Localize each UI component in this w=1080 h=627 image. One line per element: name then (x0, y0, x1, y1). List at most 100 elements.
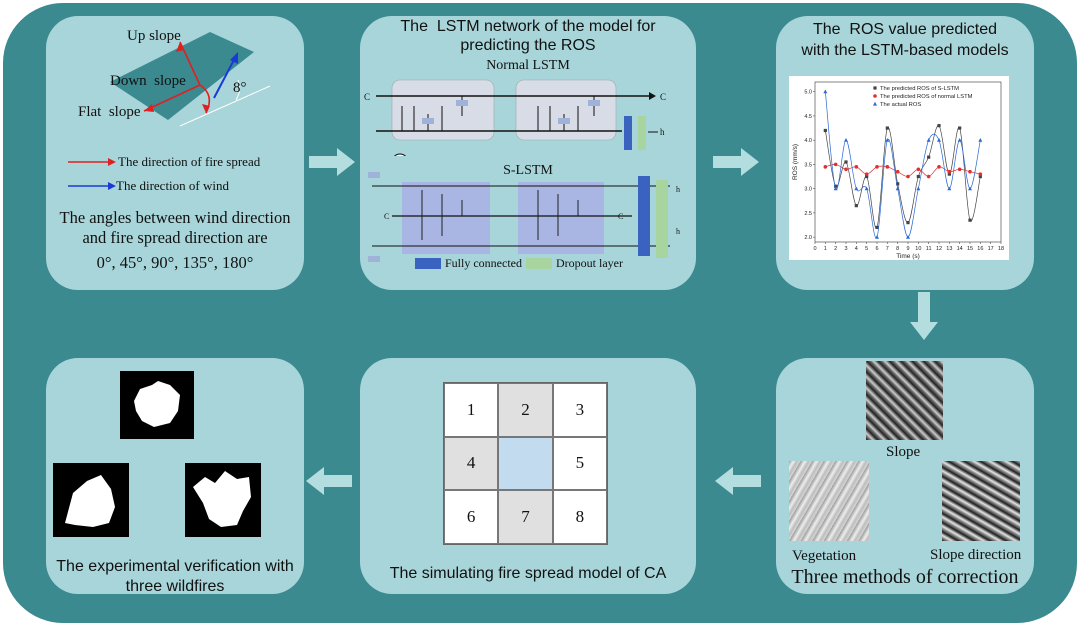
series-point (968, 169, 972, 174)
panel2-title-line1: The LSTM network of the model for (400, 18, 656, 35)
ca-cell-6: 6 (444, 490, 499, 544)
angle-arc (235, 79, 241, 101)
legend-wind-text: The direction of wind (116, 178, 229, 193)
series-point (864, 186, 869, 191)
slope-direction-map-image (942, 461, 1020, 541)
legend-label: The actual ROS (880, 102, 921, 108)
up-slope-label: Up slope (127, 28, 181, 44)
series-point (916, 174, 920, 179)
series-line-0 (824, 125, 981, 229)
slope-map-image (866, 361, 943, 440)
series-point (906, 221, 910, 225)
x-tick-label: 11 (926, 246, 932, 252)
wildfire-1-image (120, 371, 194, 439)
series-point (844, 167, 848, 172)
y-tick-label: 3.5 (804, 162, 812, 168)
panel2-title-line2: predicting the ROS (460, 37, 596, 54)
x-axis-label: Time (s) (896, 253, 920, 260)
series-point (937, 137, 941, 142)
series-point (823, 89, 828, 94)
fc-legend-swatch (415, 258, 441, 269)
x-tick-label: 8 (896, 246, 899, 252)
series-point (895, 169, 900, 174)
flat-slope-label: Flat slope (78, 104, 141, 120)
x-tick-label: 0 (813, 246, 816, 252)
series-point (906, 234, 910, 239)
arrow-panel3-to-panel4 (910, 292, 938, 340)
series-point (854, 165, 859, 169)
x-tick-label: 17 (988, 246, 994, 252)
y-tick-label: 2.5 (804, 211, 812, 217)
series-point (823, 165, 828, 169)
series-point (885, 165, 890, 169)
series-point (875, 234, 879, 239)
y-tick-label: 3.0 (804, 187, 812, 193)
ca-cell-center (498, 436, 553, 491)
svg-text:h: h (676, 227, 680, 236)
x-tick-label: 14 (957, 246, 963, 252)
wind-direction (213, 55, 237, 99)
x-tick-label: 5 (865, 246, 868, 252)
panel5-caption: The simulating fire spread model of CA (389, 565, 667, 582)
series-point (885, 137, 890, 142)
series-point (895, 186, 900, 191)
series-point (896, 182, 900, 186)
fire-direction-flat (143, 84, 201, 112)
y-tick-label: 5.0 (804, 90, 812, 96)
panel6-caption-line2: three wildfires (125, 578, 225, 595)
ca-cell-5: 5 (552, 436, 607, 491)
s-fc-layer (638, 176, 650, 256)
panel4-caption: Three methods of correction (791, 566, 1019, 588)
svg-text:C: C (384, 212, 389, 221)
wildfire-3-image (185, 463, 261, 537)
x-tick-label: 9 (906, 246, 909, 252)
series-point (978, 137, 983, 142)
ca-cell-3: 3 (552, 383, 607, 437)
panel3-title-line2: with the LSTM-based models (801, 42, 1009, 59)
x-tick-label: 3 (844, 246, 847, 252)
svg-text:h: h (660, 127, 665, 137)
series-point (875, 225, 879, 230)
series-line-1 (825, 164, 981, 177)
series-point (968, 186, 972, 191)
wildfire-2-image (53, 463, 129, 537)
x-tick-label: 15 (967, 246, 973, 252)
svg-text:h: h (676, 185, 680, 194)
fire-legend-arrow (68, 158, 116, 166)
arrow-panel1-to-panel2 (309, 148, 355, 176)
series-point (926, 137, 931, 142)
panel3-title-line1: The ROS value predicted (812, 21, 998, 38)
y-axis-label: ROS (mm/s) (792, 144, 799, 180)
series-point (937, 165, 941, 169)
panel6-caption-line1: The experimental verification with (56, 558, 294, 575)
series-point (947, 186, 952, 191)
x-tick-label: 16 (977, 246, 983, 252)
s-lstm-label: S-LSTM (503, 163, 553, 178)
lstm-cell-1 (391, 79, 495, 141)
ca-cell-2: 2 (498, 383, 553, 437)
svg-text:C: C (618, 212, 623, 221)
series-point (937, 124, 941, 128)
series-point (957, 167, 962, 172)
series-point (854, 186, 859, 191)
svg-text:C: C (660, 92, 666, 102)
series-point (833, 186, 838, 191)
legend-fire-text: The direction of fire spread (118, 154, 261, 169)
ground-line (179, 85, 271, 127)
series-point (844, 137, 848, 142)
series-point (916, 167, 921, 172)
series-point (947, 169, 952, 174)
legend-label: The predicted ROS of normal LSTM (880, 94, 973, 100)
x-tick-label: 1 (824, 246, 827, 252)
panel1-caption-line2: and fire spread direction are (82, 228, 268, 247)
normal-lstm-diagram: C C h (364, 79, 666, 156)
ca-cell-8: 8 (552, 490, 607, 544)
s-lstm-cell-2 (518, 182, 604, 254)
x-tick-label: 18 (998, 246, 1004, 252)
normal-lstm-label: Normal LSTM (486, 58, 570, 73)
dropout-legend-text: Dropout layer (556, 256, 623, 270)
x-tick-label: 10 (915, 246, 921, 252)
series-point (844, 160, 848, 164)
